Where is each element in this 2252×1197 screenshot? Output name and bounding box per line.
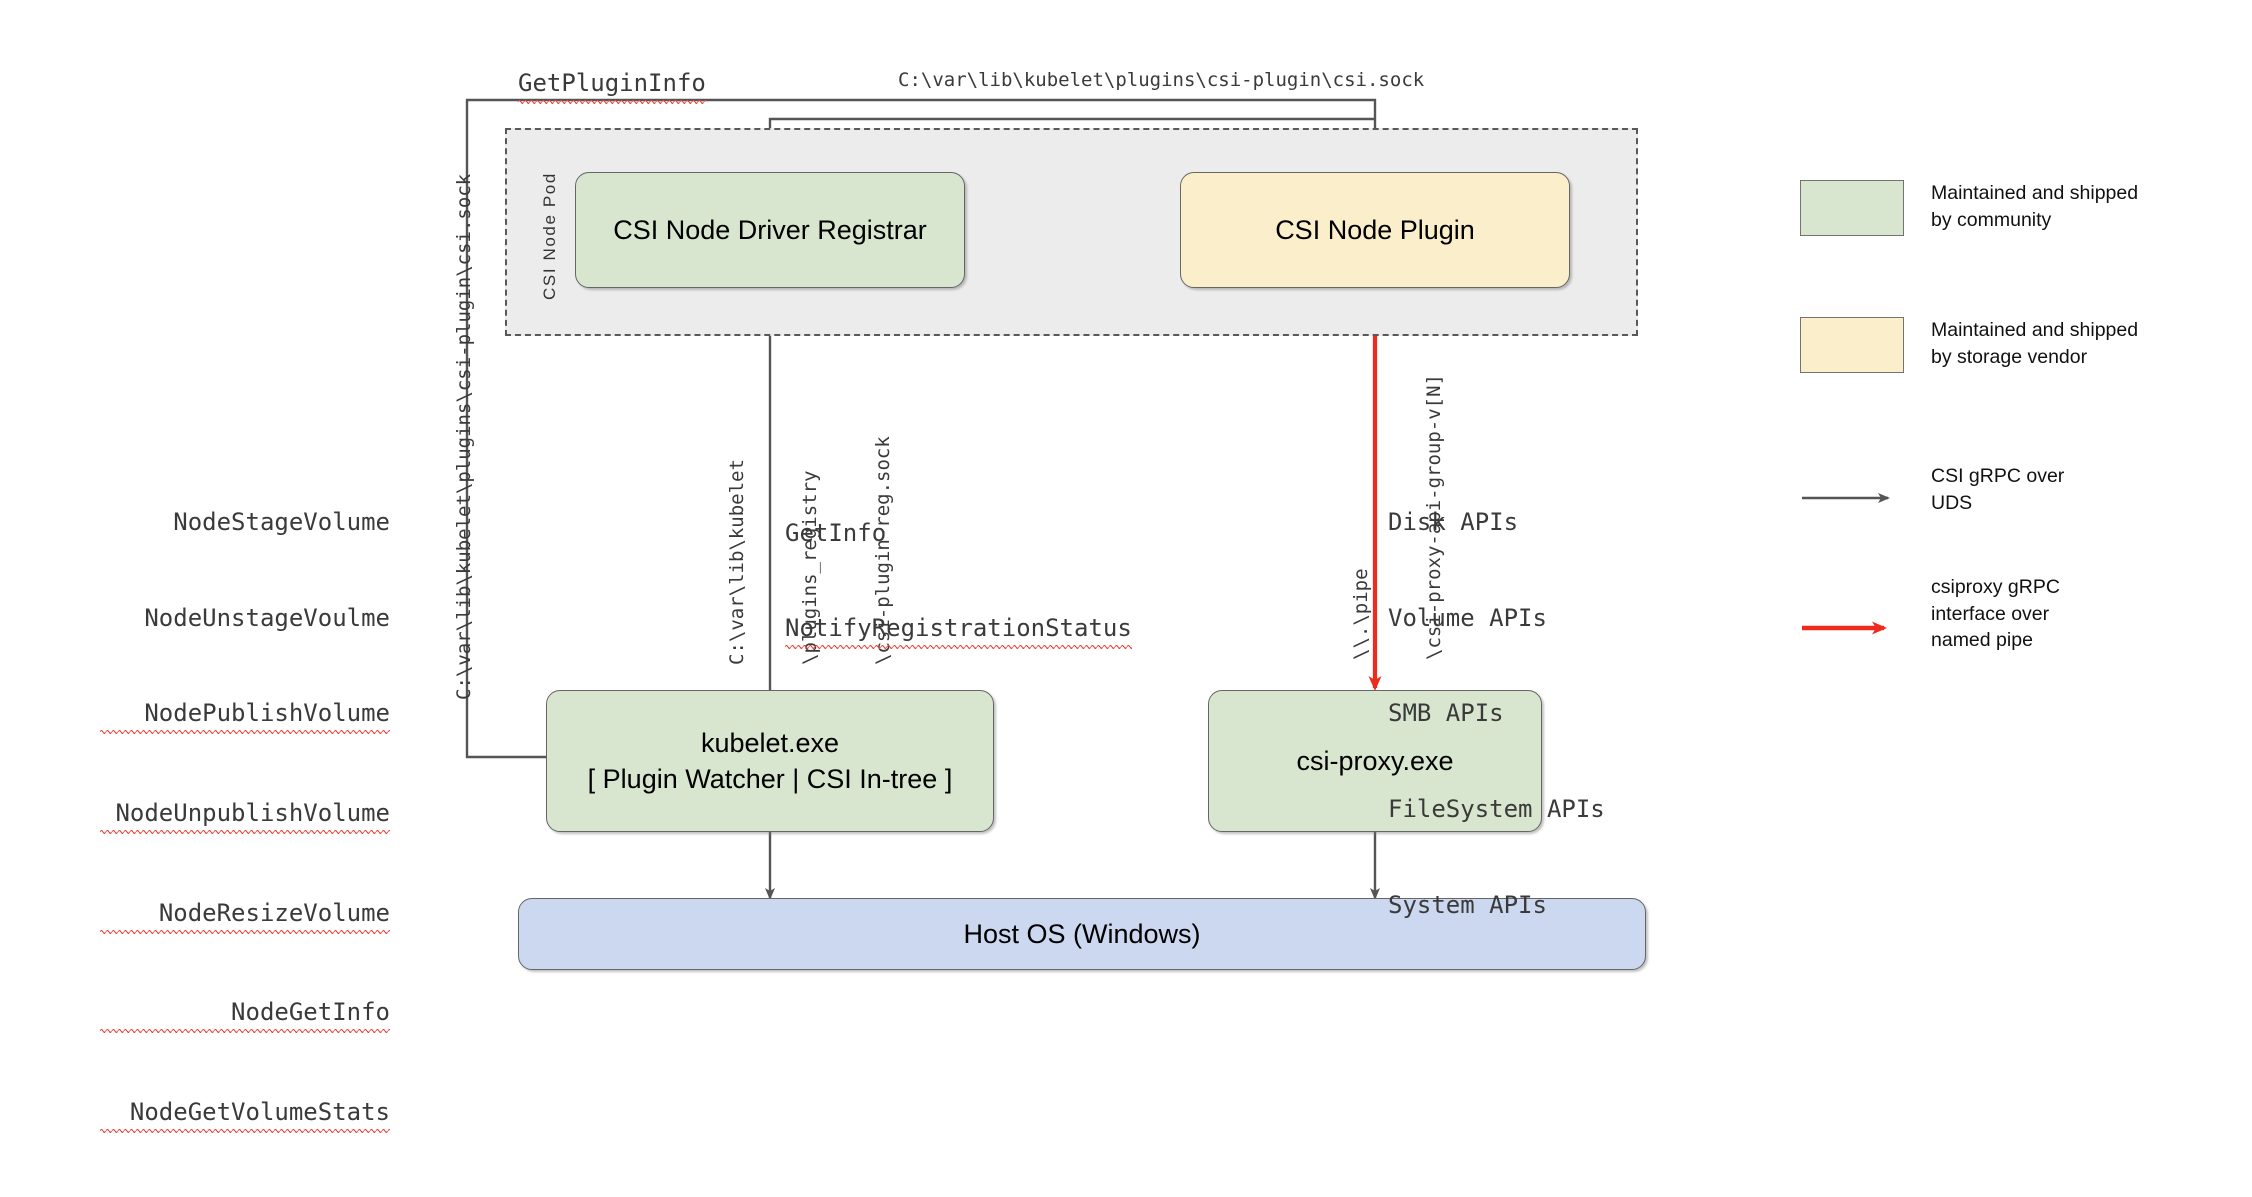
api-item: NodeGetInfo bbox=[100, 997, 390, 1033]
node-kubelet-exe[interactable]: kubelet.exe [ Plugin Watcher | CSI In-tr… bbox=[546, 690, 994, 832]
api-group-item: Disk APIs bbox=[1388, 507, 1519, 536]
annotation-getplugininfo: GetPluginInfo bbox=[518, 68, 706, 104]
legend-arrow-red bbox=[1800, 600, 1904, 656]
node-service-api-list: NodeStageVolume NodeUnstageVoulme NodePu… bbox=[100, 443, 390, 1197]
api-item: NodeResizeVolume bbox=[100, 897, 390, 934]
node-kubelet-title: kubelet.exe bbox=[700, 727, 840, 758]
legend-item-csi-grpc-uds: CSI gRPC over UDS bbox=[1800, 465, 2064, 526]
diagram-canvas: CSI Node Pod CSI Node Driver Registrar C… bbox=[100, 68, 2138, 1130]
csi-node-pod-label: CSI Node Pod bbox=[540, 172, 559, 300]
legend-label-csi-grpc-uds: CSI gRPC over UDS bbox=[1931, 465, 2065, 514]
annotation-csi-sock-path-left: C:\var\lib\kubelet\plugins\csi-plugin\cs… bbox=[453, 173, 475, 700]
api-item: NodePublishVolume bbox=[100, 698, 390, 734]
api-item: NodeUnstageVoulme bbox=[144, 603, 390, 632]
legend-item-community: Maintained and shipped by community bbox=[1800, 180, 2138, 236]
node-plugin-title: CSI Node Plugin bbox=[1275, 214, 1475, 245]
legend-item-storage-vendor: Maintained and shipped by storage vendor bbox=[1800, 317, 2138, 373]
csi-proxy-api-group-list: Disk APIs Volume APIs SMB APIs FileSyste… bbox=[1388, 443, 1605, 985]
legend-label-storage-vendor: Maintained and shipped by storage vendor bbox=[1931, 319, 2139, 368]
legend-label-csiproxy-named-pipe: csiproxy gRPC interface over named pipe bbox=[1931, 576, 2060, 652]
api-group-item: System APIs bbox=[1388, 890, 1547, 919]
legend-swatch-storage-vendor bbox=[1800, 317, 1904, 373]
node-kubelet-subtitle: [ Plugin Watcher | CSI In-tree ] bbox=[587, 764, 953, 794]
api-item: NodeStageVolume bbox=[173, 507, 390, 536]
legend-swatch-community bbox=[1800, 180, 1904, 236]
node-csi-node-plugin[interactable]: CSI Node Plugin bbox=[1180, 172, 1570, 288]
node-csi-proxy-exe[interactable]: csi-proxy.exe bbox=[1208, 690, 1542, 832]
api-group-item: Volume APIs bbox=[1388, 603, 1547, 632]
node-csi-node-driver-registrar[interactable]: CSI Node Driver Registrar bbox=[575, 172, 965, 288]
annotation-registration-calls: GetInfo NotifyRegistrationStatus bbox=[785, 455, 1132, 712]
node-registrar-title: CSI Node Driver Registrar bbox=[613, 214, 927, 245]
api-item: NodeUnpublishVolume bbox=[100, 797, 390, 834]
api-item: NodeGetVolumeStats bbox=[100, 1097, 390, 1133]
api-group-item: SMB APIs bbox=[1388, 699, 1504, 728]
registry-path-line-1: C:\var\lib\kubelet bbox=[725, 459, 748, 665]
node-host-os[interactable]: Host OS (Windows) bbox=[518, 898, 1646, 970]
api-group-item: FileSystem APIs bbox=[1388, 794, 1605, 823]
named-pipe-line-1: \\.\pipe bbox=[1349, 568, 1372, 660]
registration-call-notifyregistrationstatus: NotifyRegistrationStatus bbox=[785, 613, 1132, 649]
legend-item-csiproxy-named-pipe: csiproxy gRPC interface over named pipe bbox=[1800, 576, 2060, 656]
node-csiproxy-title: csi-proxy.exe bbox=[1296, 745, 1454, 776]
legend-arrow-gray bbox=[1800, 470, 1904, 526]
node-hostos-title: Host OS (Windows) bbox=[963, 918, 1201, 949]
legend-label-community: Maintained and shipped by community bbox=[1931, 182, 2139, 231]
annotation-csi-sock-path-top: C:\var\lib\kubelet\plugins\csi-plugin\cs… bbox=[898, 69, 1425, 91]
registration-call-getinfo: GetInfo bbox=[785, 519, 887, 548]
